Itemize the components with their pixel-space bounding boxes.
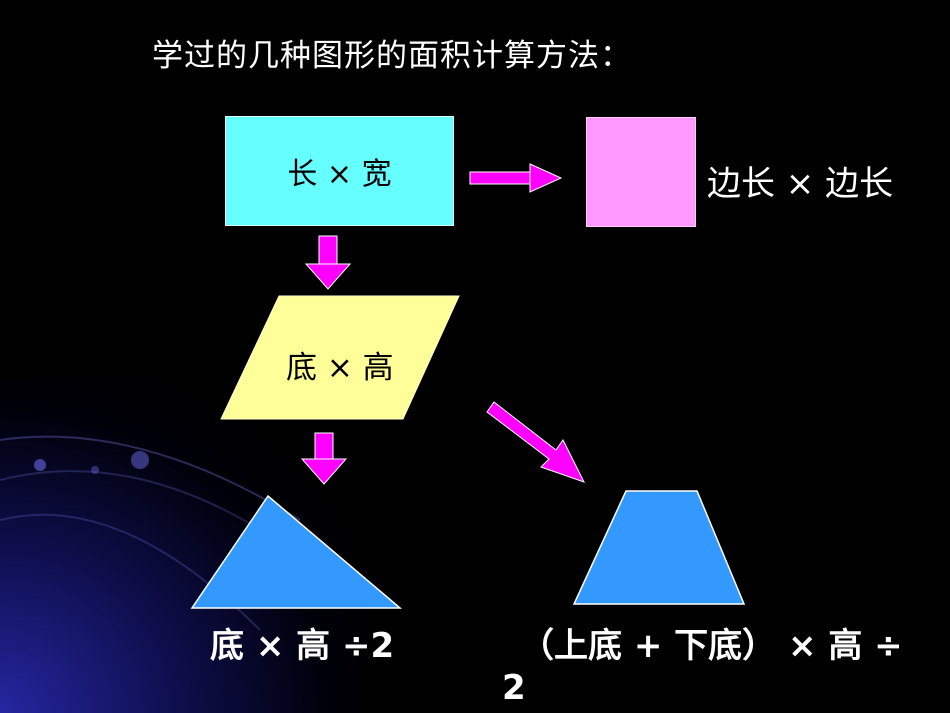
square-shape <box>586 117 696 227</box>
page-title: 学过的几种图形的面积计算方法： <box>152 38 632 74</box>
arrow-parallelogram-to-trapezoid <box>486 401 585 483</box>
square-formula: 边长 × 边长 <box>707 164 894 204</box>
arrow-rectangle-to-square <box>469 163 563 193</box>
rectangle-formula: 长 × 宽 <box>287 157 392 192</box>
parallelogram-formula: 底 × 高 <box>286 350 394 386</box>
trapezoid-formula-line2: 2 <box>502 668 526 708</box>
parallelogram-shape <box>220 295 460 420</box>
rectangle-shape: 长 × 宽 <box>225 116 454 226</box>
arrow-rectangle-to-parallelogram <box>304 235 352 290</box>
triangle-shape <box>190 494 403 609</box>
arrow-parallelogram-to-triangle <box>300 432 348 485</box>
trapezoid-shape <box>572 490 746 605</box>
trapezoid-formula-line1: （上底 + 下底） × 高 ÷ <box>520 626 903 666</box>
triangle-formula: 底 × 高 ÷2 <box>210 626 395 666</box>
